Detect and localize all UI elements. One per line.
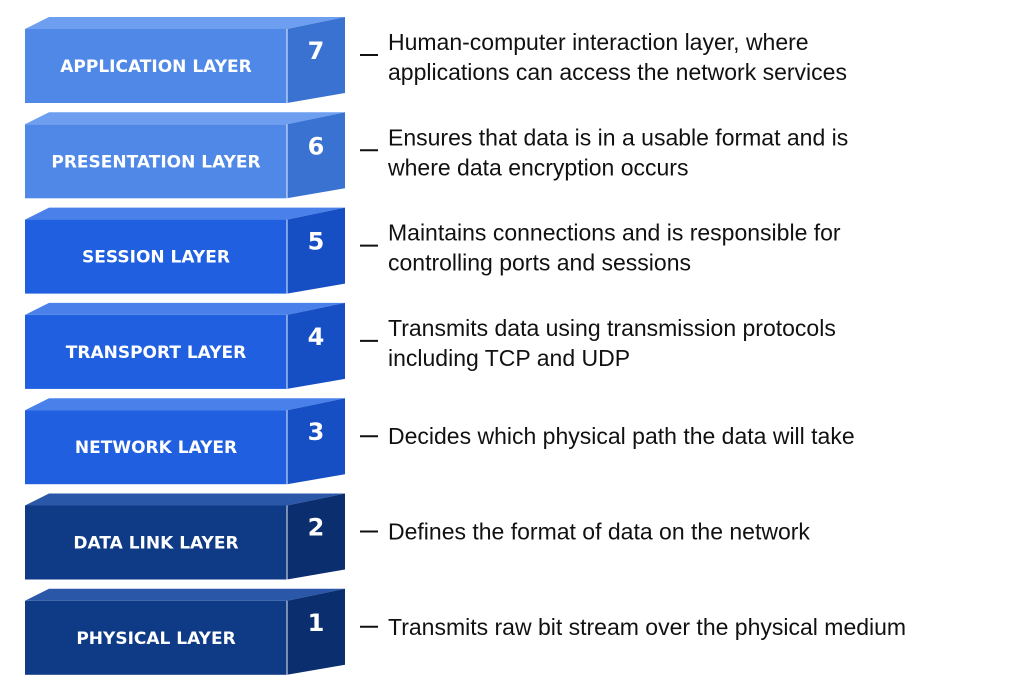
osi-layer-5: SESSION LAYER 5 Maintains connections and … (25, 207, 841, 294)
layer-top-face (25, 17, 345, 29)
layer-number-label: 7 (308, 37, 325, 65)
layer-top-face (25, 493, 345, 506)
osi-layer-1: PHYSICAL LAYER 1 Transmits raw bit stream … (25, 588, 906, 675)
layer-side-face (287, 112, 345, 199)
layer-description-line: including TCP and UDP (388, 345, 630, 371)
layer-side-face (287, 302, 345, 389)
layer-name-label: PHYSICAL LAYER (76, 629, 235, 649)
layer-name-label: DATA LINK LAYER (73, 534, 238, 554)
layer-name-label: PRESENTATION LAYER (51, 152, 260, 172)
layer-description-line: where data encryption occurs (387, 154, 688, 180)
layer-name-label: NETWORK LAYER (75, 438, 237, 458)
layer-description-line: applications can access the network serv… (388, 59, 847, 85)
layer-front-face (25, 314, 287, 389)
layer-front-face (25, 219, 287, 294)
layer-description-line: Defines the format of data on the networ… (388, 519, 810, 545)
layer-description-line: Transmits data using transmission protoc… (388, 315, 836, 341)
layer-number-label: 6 (308, 132, 325, 160)
layer-name-label: APPLICATION LAYER (60, 57, 251, 77)
layer-description-line: Ensures that data is in a usable format … (388, 124, 848, 150)
layer-description-line: Maintains connections and is responsible… (388, 220, 841, 246)
layer-top-face (25, 207, 345, 220)
osi-layer-2: DATA LINK LAYER 2 Defines the format of da… (25, 493, 810, 580)
layer-number-label: 3 (308, 418, 325, 446)
layer-front-face (25, 600, 287, 675)
layer-top-face (25, 588, 345, 601)
layer-side-face (287, 398, 345, 485)
osi-layer-6: PRESENTATION LAYER 6 Ensures that data is … (25, 112, 848, 199)
layer-number-label: 4 (308, 323, 325, 351)
layer-front-face (25, 410, 287, 485)
layer-description-line: Human-computer interaction layer, where (388, 29, 809, 55)
layer-number-label: 2 (308, 514, 325, 542)
layer-description-line: Decides which physical path the data wil… (388, 423, 855, 449)
layer-front-face (25, 29, 287, 103)
osi-layer-3: NETWORK LAYER 3 Decides which physical pat… (25, 398, 855, 485)
layer-side-face (287, 588, 345, 675)
layer-top-face (25, 112, 345, 125)
layer-front-face (25, 505, 287, 580)
layer-top-face (25, 398, 345, 411)
layer-number-label: 1 (308, 609, 325, 637)
layer-side-face (287, 17, 345, 103)
layer-front-face (25, 124, 287, 199)
layer-side-face (287, 207, 345, 294)
layer-top-face (25, 302, 345, 315)
osi-layer-4: TRANSPORT LAYER 4 Transmits data using tra… (25, 302, 836, 389)
layer-name-label: TRANSPORT LAYER (66, 343, 246, 363)
layer-number-label: 5 (308, 228, 325, 256)
layer-description-line: Transmits raw bit stream over the physic… (388, 614, 906, 640)
layer-side-face (287, 493, 345, 580)
layer-name-label: SESSION LAYER (82, 248, 230, 268)
layer-description-line: controlling ports and sessions (388, 250, 691, 276)
osi-layer-7: APPLICATION LAYER 7 Human-computer interac… (25, 17, 847, 103)
